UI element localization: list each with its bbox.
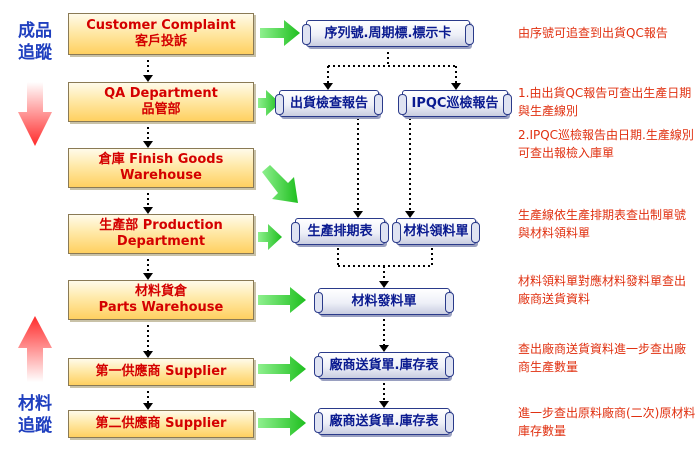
doc-supplier-delivery-inventory-1: 廠商送貨單.庫存表: [314, 352, 454, 379]
dept-second-supplier: 第二供應商 Supplier: [68, 410, 254, 438]
dept-label-line2: 品管部: [141, 102, 181, 117]
note-ipqc: 2.IPQC巡檢報告由日期.生產線別可查出報檢入庫單: [518, 128, 694, 160]
note-material-issue: 材料領料單對應材料發料單查出廠商送貨資料: [518, 274, 687, 306]
green-arrow-production: [258, 224, 282, 250]
side-label-line: 追蹤: [18, 416, 52, 436]
green-arrow-supplier2: [258, 410, 306, 436]
green-arrow-supplier1: [258, 356, 306, 382]
dept-label-line1: Customer Complaint: [86, 18, 236, 33]
trace-up-arrow: [18, 316, 52, 382]
doc-connectors: [327, 47, 457, 402]
dept-label-line2: Parts Warehouse: [98, 300, 224, 315]
dept-label-line1: 生產部 Production: [99, 218, 223, 233]
dept-customer-complaint: Customer Complaint 客戶投訴: [68, 13, 254, 55]
side-label-line: 材料: [18, 394, 52, 414]
note-serial: 由序號可追查到出貨QC報告: [518, 26, 668, 40]
finished-goods-trace-label: 成品 追蹤: [13, 20, 57, 64]
doc-supplier-delivery-inventory-2: 廠商送貨單.庫存表: [314, 408, 454, 435]
dept-label-line1: QA Department: [104, 86, 218, 101]
dept-label-line1: 倉庫 Finish Goods: [98, 152, 224, 167]
doc-production-schedule: 生產排期表: [291, 218, 389, 245]
side-label-line: 成品: [18, 21, 52, 41]
dept-qa: QA Department 品管部: [68, 82, 254, 122]
dept-parts-warehouse: 材料貨倉 Parts Warehouse: [68, 280, 254, 320]
dept-chain-arrowheads: [143, 75, 153, 410]
dept-finish-goods-warehouse: 倉庫 Finish Goods Warehouse: [68, 148, 254, 188]
dept-label-line1: 第一供應商 Supplier: [95, 364, 227, 379]
dept-label-line2: Department: [116, 234, 206, 249]
dept-label-line1: 材料貨倉: [134, 284, 187, 299]
dept-label-line2: 客戶投訴: [134, 34, 187, 49]
green-arrow-qa-main: [258, 90, 280, 116]
trace-down-arrow: [18, 82, 52, 146]
doc-material-requisition: 材料領料單: [392, 218, 480, 245]
doc-serial-card: 序列號.周期標.標示卡: [302, 20, 474, 47]
side-label-line: 追蹤: [18, 43, 52, 63]
dept-label-line1: 第二供應商 Supplier: [95, 416, 227, 431]
green-arrow-complaint: [260, 20, 300, 46]
dept-first-supplier: 第一供應商 Supplier: [68, 358, 254, 386]
dept-production: 生產部 Production Department: [68, 214, 254, 254]
dept-label-line2: Warehouse: [120, 168, 202, 183]
green-link-arrows: [258, 20, 306, 436]
note-production: 生產線依生產排期表查出制單號與材料領料單: [518, 208, 687, 240]
material-trace-label: 材料 追蹤: [13, 393, 57, 437]
green-arrow-warehouse: [262, 165, 298, 203]
doc-shipping-inspection-report: 出貨檢查報告: [275, 90, 383, 117]
note-shipping-qc: 1.由出貨QC報告可查出生產日期與生產線別: [518, 86, 692, 118]
note-supplier-quantity: 查出廠商送貨資料進一步查出廠商生產數量: [518, 342, 687, 374]
note-raw-material-stock: 進一步查出原料廠商(二次)原材料庫存數量: [518, 406, 696, 438]
green-arrow-parts: [258, 287, 306, 313]
doc-connector-arrowheads: [323, 83, 461, 408]
doc-material-issue: 材料發料單: [314, 288, 454, 315]
doc-ipqc-report: IPQC巡檢報告: [398, 90, 512, 117]
